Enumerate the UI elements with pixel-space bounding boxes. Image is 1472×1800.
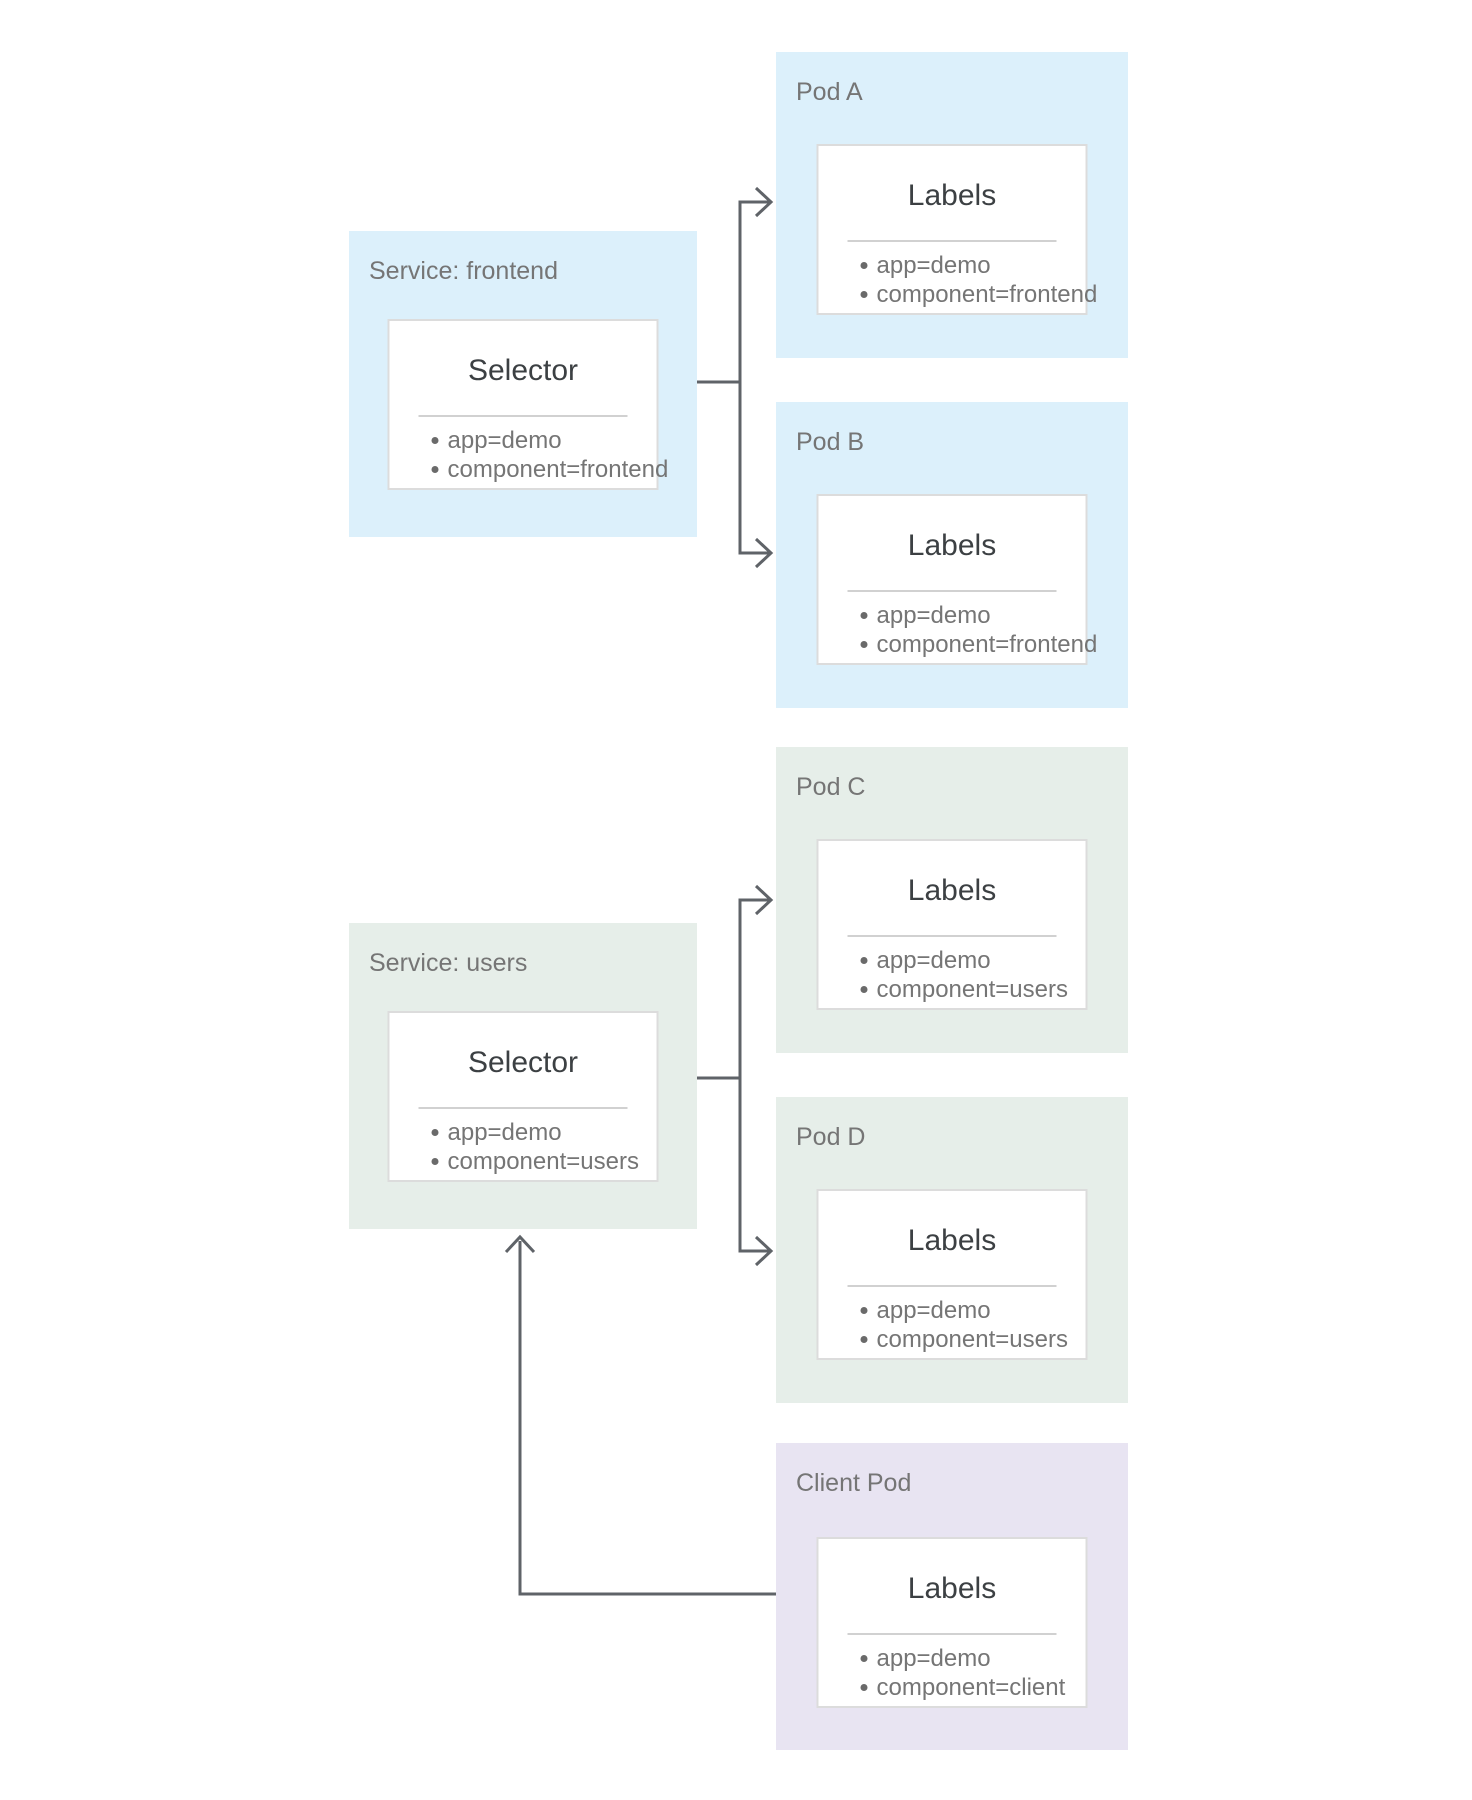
pod-c-box: Pod C Labels app=demo component=users (776, 747, 1128, 1053)
arrowhead-pod-d (754, 1235, 774, 1267)
label-item: app=demo (860, 1296, 1086, 1325)
pod-a-label: Pod A (796, 78, 863, 106)
arrowhead-pod-c (754, 884, 774, 916)
labels-card: Labels app=demo component=client (816, 1537, 1088, 1708)
divider (847, 935, 1057, 937)
client-pod-label: Client Pod (796, 1469, 912, 1497)
label-item: app=demo (860, 1644, 1086, 1673)
arrow-service-frontend-to-pods (697, 186, 774, 569)
label-item: component=users (431, 1147, 657, 1176)
card-title: Selector (467, 354, 579, 387)
label-item: component=frontend (860, 280, 1097, 309)
selector-card: Selector app=demo component=users (387, 1011, 659, 1182)
edge-users-to-pod-c (738, 898, 770, 1078)
label-item: app=demo (860, 601, 1086, 630)
labels-card: Labels app=demo component=frontend (816, 144, 1097, 315)
card-title: Labels (907, 529, 997, 562)
arrow-client-pod-to-service-users (504, 1234, 776, 1596)
card-title: Labels (907, 1572, 997, 1605)
divider (418, 415, 628, 417)
arrowhead-service-users (504, 1234, 536, 1254)
edge-client-to-users (518, 1241, 776, 1596)
edge-frontend-to-pod-b (738, 382, 770, 555)
edge-frontend-to-pod-a (738, 200, 770, 382)
pod-b-label: Pod B (796, 428, 865, 456)
label-item: component=client (860, 1673, 1086, 1702)
divider (847, 1285, 1057, 1287)
selector-list: app=demo component=frontend (390, 426, 668, 484)
divider (847, 240, 1057, 242)
arrowhead-pod-b (754, 537, 774, 569)
selector-list: app=demo component=users (390, 1118, 657, 1176)
label-item: component=users (860, 1325, 1086, 1354)
divider (847, 1633, 1057, 1635)
label-item: component=frontend (431, 455, 668, 484)
card-title: Selector (467, 1046, 579, 1079)
label-item: app=demo (860, 251, 1086, 280)
arrow-service-users-to-pods (697, 884, 774, 1267)
arrowhead-pod-a (754, 186, 774, 218)
service-frontend-label: Service: frontend (369, 257, 558, 285)
labels-list: app=demo component=users (819, 946, 1086, 1004)
pod-c-label: Pod C (796, 773, 866, 801)
label-item: app=demo (860, 946, 1086, 975)
pod-d-label: Pod D (796, 1123, 866, 1151)
card-title: Labels (907, 179, 997, 212)
labels-list: app=demo component=frontend (819, 251, 1097, 309)
card-title: Labels (907, 1224, 997, 1257)
pod-b-box: Pod B Labels app=demo component=frontend (776, 402, 1128, 708)
labels-card: Labels app=demo component=users (816, 1189, 1088, 1360)
labels-card: Labels app=demo component=users (816, 839, 1088, 1010)
label-item: component=frontend (860, 630, 1097, 659)
service-users-box: Service: users Selector app=demo compone… (349, 923, 697, 1229)
divider (847, 590, 1057, 592)
labels-list: app=demo component=frontend (819, 601, 1097, 659)
selector-card: Selector app=demo component=frontend (387, 319, 668, 490)
pod-a-box: Pod A Labels app=demo component=frontend (776, 52, 1128, 358)
labels-list: app=demo component=client (819, 1644, 1086, 1702)
label-item: component=users (860, 975, 1086, 1004)
service-users-label: Service: users (369, 949, 528, 977)
label-item: app=demo (431, 426, 657, 455)
labels-card: Labels app=demo component=frontend (816, 494, 1097, 665)
label-item: app=demo (431, 1118, 657, 1147)
service-frontend-box: Service: frontend Selector app=demo comp… (349, 231, 697, 537)
client-pod-box: Client Pod Labels app=demo component=cli… (776, 1443, 1128, 1750)
labels-list: app=demo component=users (819, 1296, 1086, 1354)
card-title: Labels (907, 874, 997, 907)
pod-d-box: Pod D Labels app=demo component=users (776, 1097, 1128, 1403)
edge-users-to-pod-d (738, 1078, 770, 1253)
divider (418, 1107, 628, 1109)
